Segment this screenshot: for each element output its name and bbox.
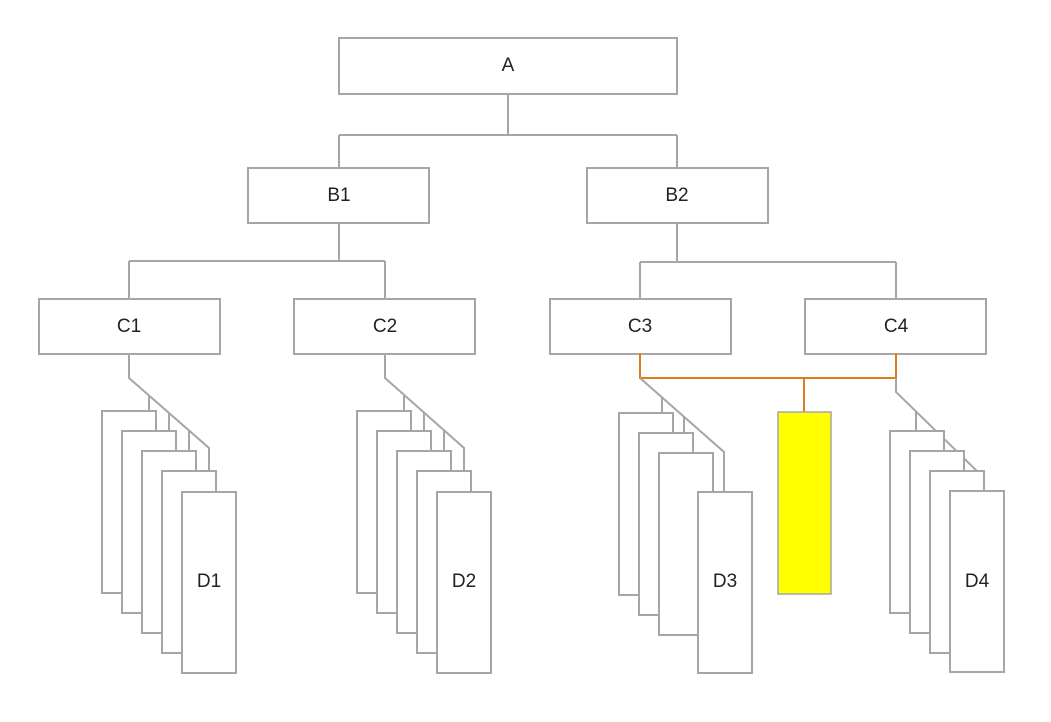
node-b1: B1 [247, 167, 430, 224]
stack-d3: D3 [618, 377, 753, 674]
node-c4: C4 [804, 298, 987, 355]
node-b2-label: B2 [665, 185, 688, 206]
tree-connectors [128, 94, 897, 299]
stack-d2-card-front [436, 491, 492, 674]
stack-d3-diagonal [639, 377, 725, 492]
node-a: A [338, 37, 678, 95]
node-c2-label: C2 [373, 316, 397, 337]
stack-d2: D2 [356, 354, 492, 674]
connector-b1-c [128, 223, 386, 299]
node-b2: B2 [586, 167, 769, 224]
connector-a-b [338, 94, 678, 168]
node-d3-label: D3 [713, 571, 737, 592]
highlight-box [777, 411, 832, 595]
highlight-connector [639, 354, 897, 412]
stack-d1: D1 [101, 354, 237, 674]
node-c1-label: C1 [117, 316, 141, 337]
node-c2: C2 [293, 298, 476, 355]
node-c1: C1 [38, 298, 221, 355]
node-d2-label: D2 [452, 571, 476, 592]
highlight-branch [639, 354, 897, 595]
stack-d1-card-front [181, 491, 237, 674]
node-c3-label: C3 [628, 316, 652, 337]
node-c4-label: C4 [884, 316, 909, 337]
node-a-label: A [502, 55, 515, 76]
node-b1-label: B1 [327, 185, 350, 206]
node-d1-label: D1 [197, 571, 221, 592]
stack-d4: D4 [889, 378, 1005, 673]
stack-d3-card-front [697, 491, 753, 674]
node-d4-label: D4 [965, 571, 990, 592]
stack-d4-card-front [949, 490, 1005, 673]
node-c3: C3 [549, 298, 732, 355]
connector-b2-c [639, 223, 897, 299]
